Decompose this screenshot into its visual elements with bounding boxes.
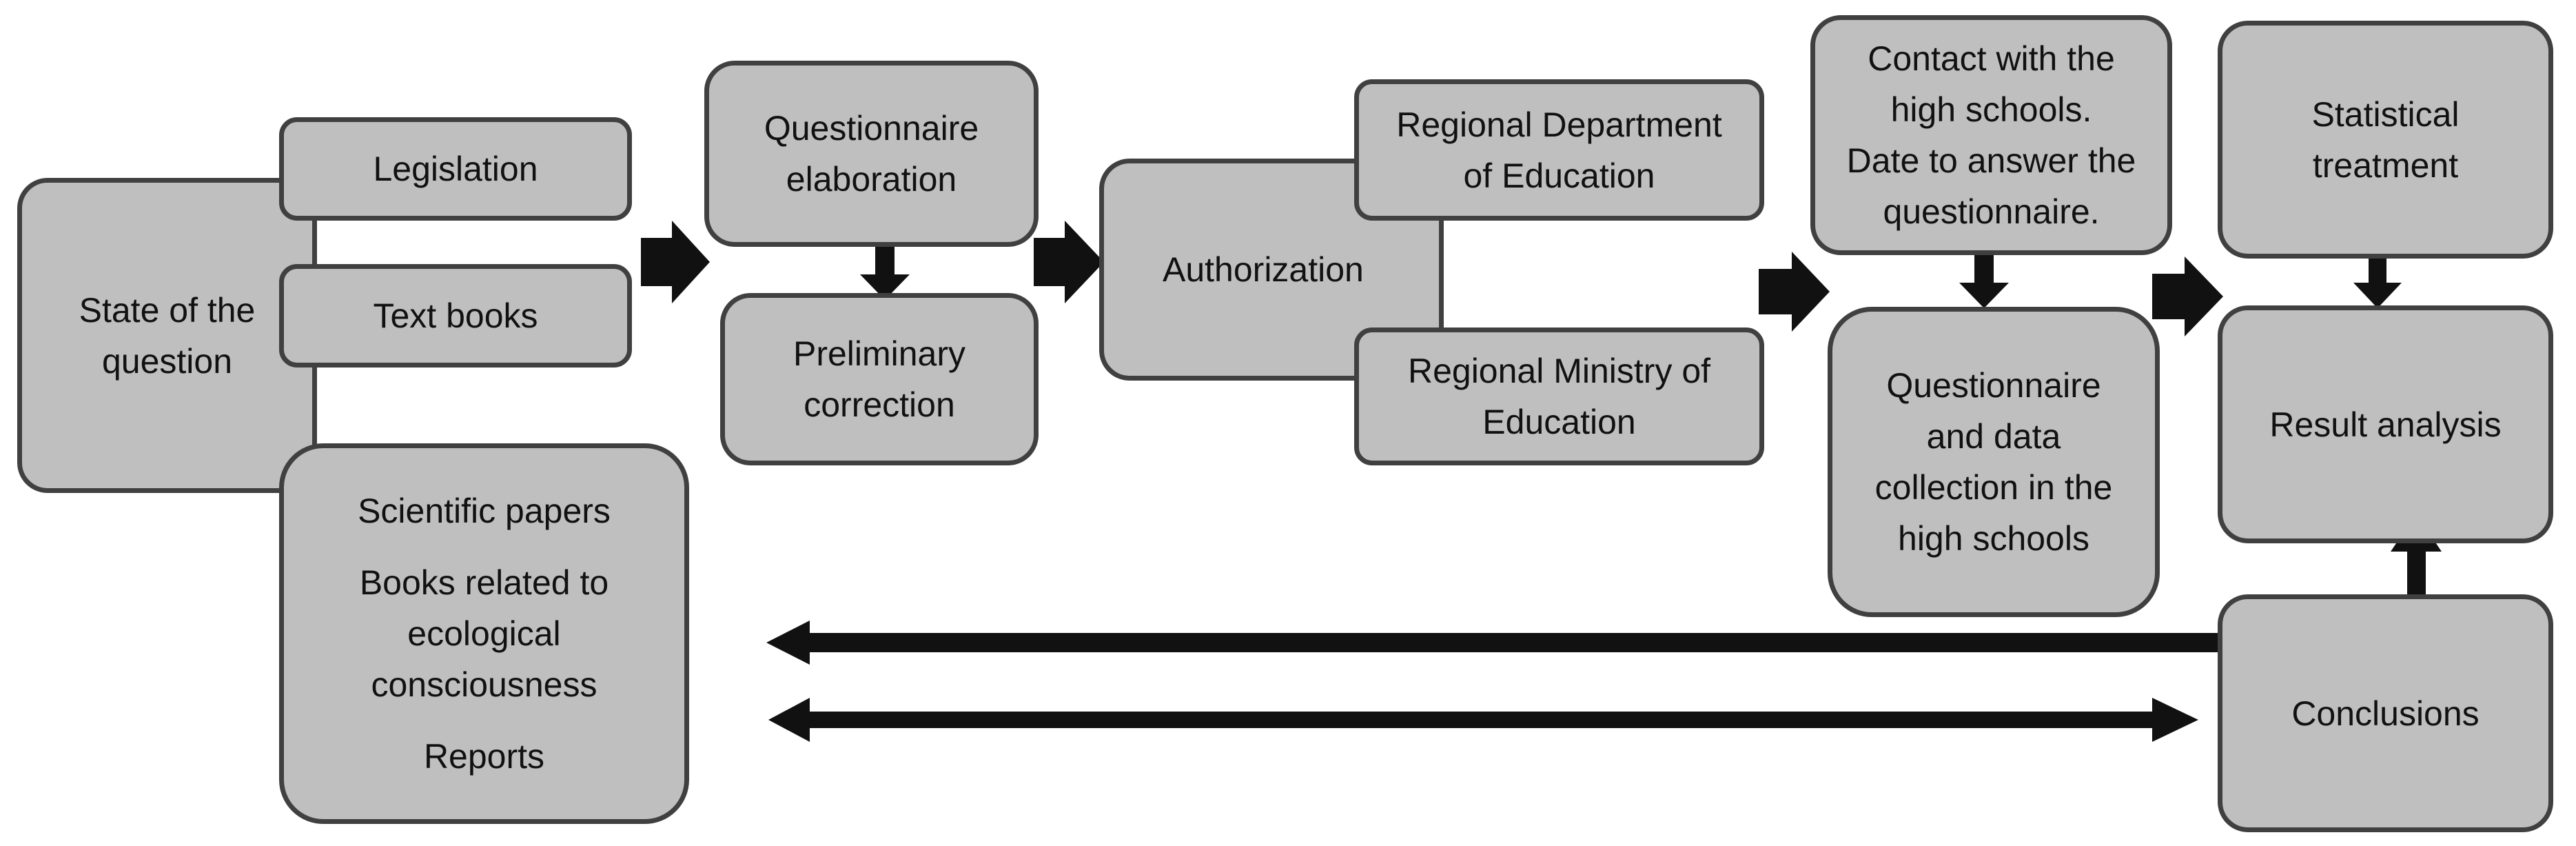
source-scientific-papers: Scientific papers	[358, 492, 611, 530]
node-questionnaire-collection: Questionnaire and data collection in the…	[1828, 307, 2160, 617]
node-regional-department-label: Regional Department of Education	[1396, 105, 1722, 195]
node-regional-ministry: Regional Ministry of Education	[1354, 328, 1764, 465]
node-sources: Scientific papers Books related to ecolo…	[279, 443, 689, 824]
down-arrow-statistics-to-result	[2353, 255, 2402, 308]
down-arrow-contact-to-collection	[1959, 252, 2009, 308]
node-statistical-treatment-label: Statistical treatment	[2311, 94, 2460, 185]
node-state-of-the-question-label: State of the question	[79, 290, 256, 381]
node-contact-high-schools: Contact with the high schools. Date to a…	[1810, 15, 2172, 255]
node-authorization-label: Authorization	[1163, 250, 1364, 289]
source-books-related: Books related to ecological consciousnes…	[359, 563, 609, 704]
block-arrow-state-to-questionnaire	[641, 221, 710, 303]
node-legislation: Legislation	[279, 117, 632, 221]
node-conclusions-label: Conclusions	[2291, 694, 2480, 733]
node-result-analysis-label: Result analysis	[2269, 405, 2502, 444]
double-headed-arrow	[768, 698, 2198, 742]
block-arrow-authorization-to-contact	[1759, 252, 1830, 332]
node-text-books: Text books	[279, 264, 632, 367]
source-reports: Reports	[423, 737, 545, 776]
node-legislation-label: Legislation	[373, 150, 538, 188]
node-preliminary-correction: Preliminary correction	[720, 293, 1039, 465]
block-arrow-collection-to-statistics	[2152, 256, 2223, 336]
node-state-of-the-question: State of the question	[17, 178, 317, 493]
node-result-analysis: Result analysis	[2218, 305, 2553, 543]
node-contact-high-schools-label: Contact with the high schools. Date to a…	[1846, 39, 2136, 231]
node-questionnaire-elaboration: Questionnaire elaboration	[704, 61, 1039, 247]
feedback-arrow-left	[766, 621, 2221, 665]
node-questionnaire-elaboration-label: Questionnaire elaboration	[764, 109, 979, 199]
node-questionnaire-collection-label: Questionnaire and data collection in the…	[1874, 366, 2113, 558]
node-regional-ministry-label: Regional Ministry of Education	[1407, 352, 1711, 441]
node-regional-department: Regional Department of Education	[1354, 79, 1764, 221]
node-statistical-treatment: Statistical treatment	[2218, 21, 2553, 259]
block-arrow-correction-to-authorization	[1034, 221, 1104, 303]
node-conclusions: Conclusions	[2218, 594, 2553, 832]
node-text-books-label: Text books	[373, 296, 538, 335]
down-arrow-elaboration-to-correction	[860, 245, 910, 300]
node-preliminary-correction-label: Preliminary correction	[793, 334, 966, 424]
